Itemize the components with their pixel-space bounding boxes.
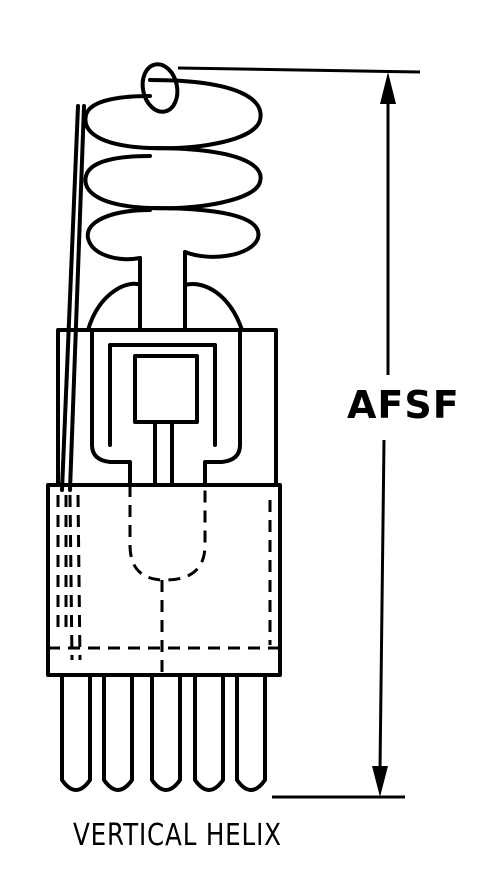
filament-block — [133, 354, 199, 424]
pin-3 — [150, 673, 182, 792]
helix-coil — [83, 62, 263, 332]
lower-base — [46, 483, 282, 677]
lead-wire — [60, 104, 86, 492]
dome — [86, 281, 244, 332]
pin-5 — [235, 673, 267, 792]
dimension-label: AFSF — [347, 383, 460, 427]
dimension-marker — [177, 66, 421, 799]
pin-4 — [193, 673, 225, 792]
pin-1 — [60, 673, 92, 792]
diagram-caption: VERTICAL HELIX — [73, 818, 282, 853]
arrow-up-icon — [380, 72, 396, 104]
pins — [60, 673, 267, 792]
upper-housing — [56, 328, 278, 487]
arrow-down-icon — [372, 766, 388, 797]
pin-2 — [102, 673, 134, 792]
